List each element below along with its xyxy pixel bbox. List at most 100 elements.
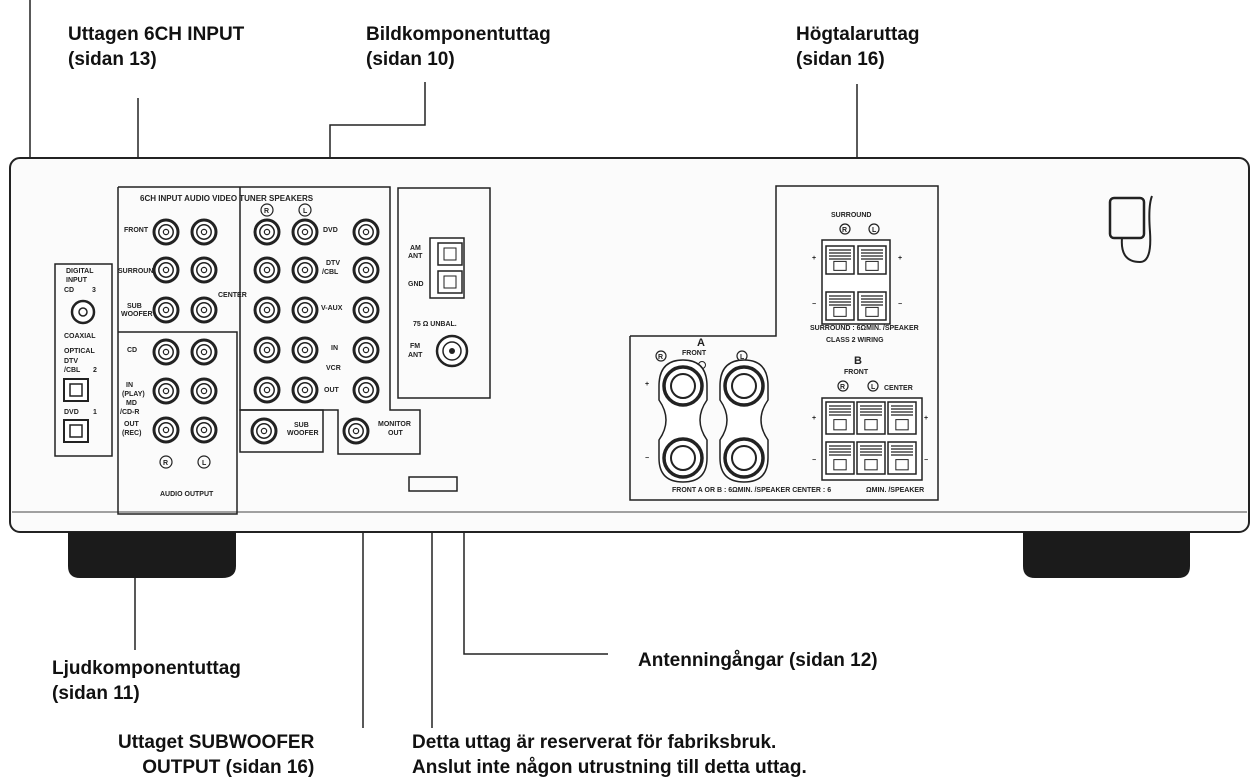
video-vcr-in-video-jack[interactable]	[352, 336, 380, 364]
audio-md-out-right-jack[interactable]	[152, 416, 180, 444]
video-vcr-out-left-jack[interactable]	[291, 376, 319, 404]
audio-cd-label: CD	[127, 347, 137, 354]
digital-input-box	[54, 263, 113, 457]
audio-md-in-right-jack[interactable]	[152, 377, 180, 405]
front-impedance-note: FRONT A OR B : 6ΩMIN. /SPEAKER CENTER : …	[672, 487, 831, 494]
video-dtv-video-jack[interactable]	[352, 256, 380, 284]
surround-right-minus[interactable]	[825, 291, 855, 321]
callout-video-jacks-title: Bildkomponentuttag	[366, 24, 551, 45]
b-left-plus[interactable]	[856, 401, 886, 435]
audio-md-out-left-jack[interactable]	[190, 416, 218, 444]
video-vaux-right-jack[interactable]	[253, 296, 281, 324]
subwoofer-woofer-label: WOOFER	[287, 430, 319, 437]
optical-label: OPTICAL	[64, 348, 95, 355]
video-vcr-in-right-jack[interactable]	[253, 336, 281, 364]
6ch-subwoofer-jack[interactable]	[152, 296, 180, 324]
optical-dtv-jack[interactable]	[63, 378, 89, 402]
b-right-minus[interactable]	[825, 441, 855, 475]
6ch-center-jack[interactable]	[190, 296, 218, 324]
audio-right-label: R	[163, 460, 168, 467]
callout-subwoofer-page: OUTPUT (sidan 16)	[142, 757, 315, 778]
audio-box	[117, 187, 238, 515]
tuner-ant-label: ANT	[408, 253, 423, 260]
tuner-section: AM ANT GND 75 Ω UNBAL. FM ANT	[408, 237, 469, 368]
optical-dvd-jack[interactable]	[63, 419, 89, 443]
audio-cd-left-jack[interactable]	[190, 338, 218, 366]
speaker-b-impedance-note: ΩMIN. /SPEAKER	[866, 487, 924, 494]
audio-in-label: IN	[126, 382, 133, 389]
monitor-out-label: OUT	[388, 430, 404, 437]
tuner-am-label: AM	[410, 245, 421, 252]
speaker-a-binding-posts	[658, 359, 769, 483]
optical-dtv-num: 2	[93, 367, 97, 374]
audio-rec-label: (REC)	[122, 430, 141, 437]
video-left-label: L	[303, 208, 308, 215]
video-dvd-left-jack[interactable]	[291, 218, 319, 246]
audio-md-in-left-jack[interactable]	[190, 377, 218, 405]
speaker-b-left-label: L	[871, 384, 876, 391]
speaker-b-minus-left: −	[812, 457, 816, 464]
6ch-surround-left-jack[interactable]	[190, 256, 218, 284]
video-vcr-out-video-jack[interactable]	[352, 376, 380, 404]
callout-audio-jacks-page: (sidan 11)	[52, 683, 140, 704]
video-vaux-label: V-AUX	[321, 305, 343, 312]
6ch-front-right-jack[interactable]	[152, 218, 180, 246]
optical-dtv-jack-inner	[69, 383, 83, 397]
foot-right	[1023, 532, 1190, 578]
speaker-b-plus-right: +	[924, 415, 928, 422]
surround-right-plus[interactable]	[825, 245, 855, 275]
callout-video-jacks-page: (sidan 10)	[366, 49, 455, 70]
video-vaux-left-jack[interactable]	[291, 296, 319, 324]
speaker-a-front-label: FRONT	[682, 350, 707, 357]
speaker-b-minus-right: −	[924, 457, 928, 464]
speaker-a-left-minus-post[interactable]	[723, 437, 765, 479]
b-right-plus[interactable]	[825, 401, 855, 435]
surround-minus-left: −	[812, 301, 816, 308]
power-cord-icon	[1108, 195, 1153, 264]
6ch-center-label: CENTER	[218, 292, 247, 299]
audio-output-label: AUDIO OUTPUT	[160, 491, 214, 498]
6ch-front-left-jack[interactable]	[190, 218, 218, 246]
surround-left-plus[interactable]	[857, 245, 887, 275]
optical-dvd-label: DVD	[64, 409, 79, 416]
b-left-minus[interactable]	[856, 441, 886, 475]
video-vcr-out-right-jack[interactable]	[253, 376, 281, 404]
monitor-out-jack[interactable]	[342, 417, 370, 445]
speaker-a-right-minus-post[interactable]	[662, 437, 704, 479]
video-vcr-in-left-jack[interactable]	[291, 336, 319, 364]
subwoofer-output-jack[interactable]	[250, 417, 278, 445]
coaxial-label: COAXIAL	[64, 333, 96, 340]
callout-video-jacks: Bildkomponentuttag (sidan 10)	[366, 22, 551, 72]
callout-6ch-input: Uttagen 6CH INPUT (sidan 13)	[68, 22, 244, 72]
video-vaux-video-jack[interactable]	[352, 296, 380, 324]
subwoofer-sub-label: SUB	[294, 422, 309, 429]
video-dtv-left-jack[interactable]	[291, 256, 319, 284]
panel-header: 6CH INPUT AUDIO VIDEO TUNER SPEAKERS	[140, 194, 314, 203]
callout-factory-line2: Anslut inte någon utrustning till detta …	[412, 757, 807, 778]
video-vcr-out-label: OUT	[324, 387, 340, 394]
callout-antenna-title: Antenningångar (sidan 12)	[638, 650, 878, 671]
digital-cd-label: CD	[64, 287, 74, 294]
tuner-fm-ant-label: ANT	[408, 352, 423, 359]
video-dvd-label: DVD	[323, 227, 338, 234]
video-vcr-in-label: IN	[331, 345, 338, 352]
video-dvd-right-jack[interactable]	[253, 218, 281, 246]
speaker-a-right-plus-post[interactable]	[662, 365, 704, 407]
video-dtv-right-jack[interactable]	[253, 256, 281, 284]
surround-left-marker	[868, 223, 880, 235]
video-dvd-video-jack[interactable]	[352, 218, 380, 246]
surround-left-minus[interactable]	[857, 291, 887, 321]
center-plus[interactable]	[887, 401, 917, 435]
speaker-a-left-plus-post[interactable]	[723, 365, 765, 407]
tuner-box	[397, 187, 491, 399]
coaxial-jack-pin	[78, 307, 88, 317]
audio-cd-right-jack[interactable]	[152, 338, 180, 366]
video-right-marker	[260, 203, 274, 217]
surround-right-marker	[839, 223, 851, 235]
surround-right-label: R	[842, 227, 847, 234]
6ch-surround-right-jack[interactable]	[152, 256, 180, 284]
center-minus[interactable]	[887, 441, 917, 475]
speakers-section: SURROUND R L + + − − SURROUND : 6ΩMIN. /…	[645, 212, 928, 494]
speaker-b-terminals	[821, 397, 923, 481]
